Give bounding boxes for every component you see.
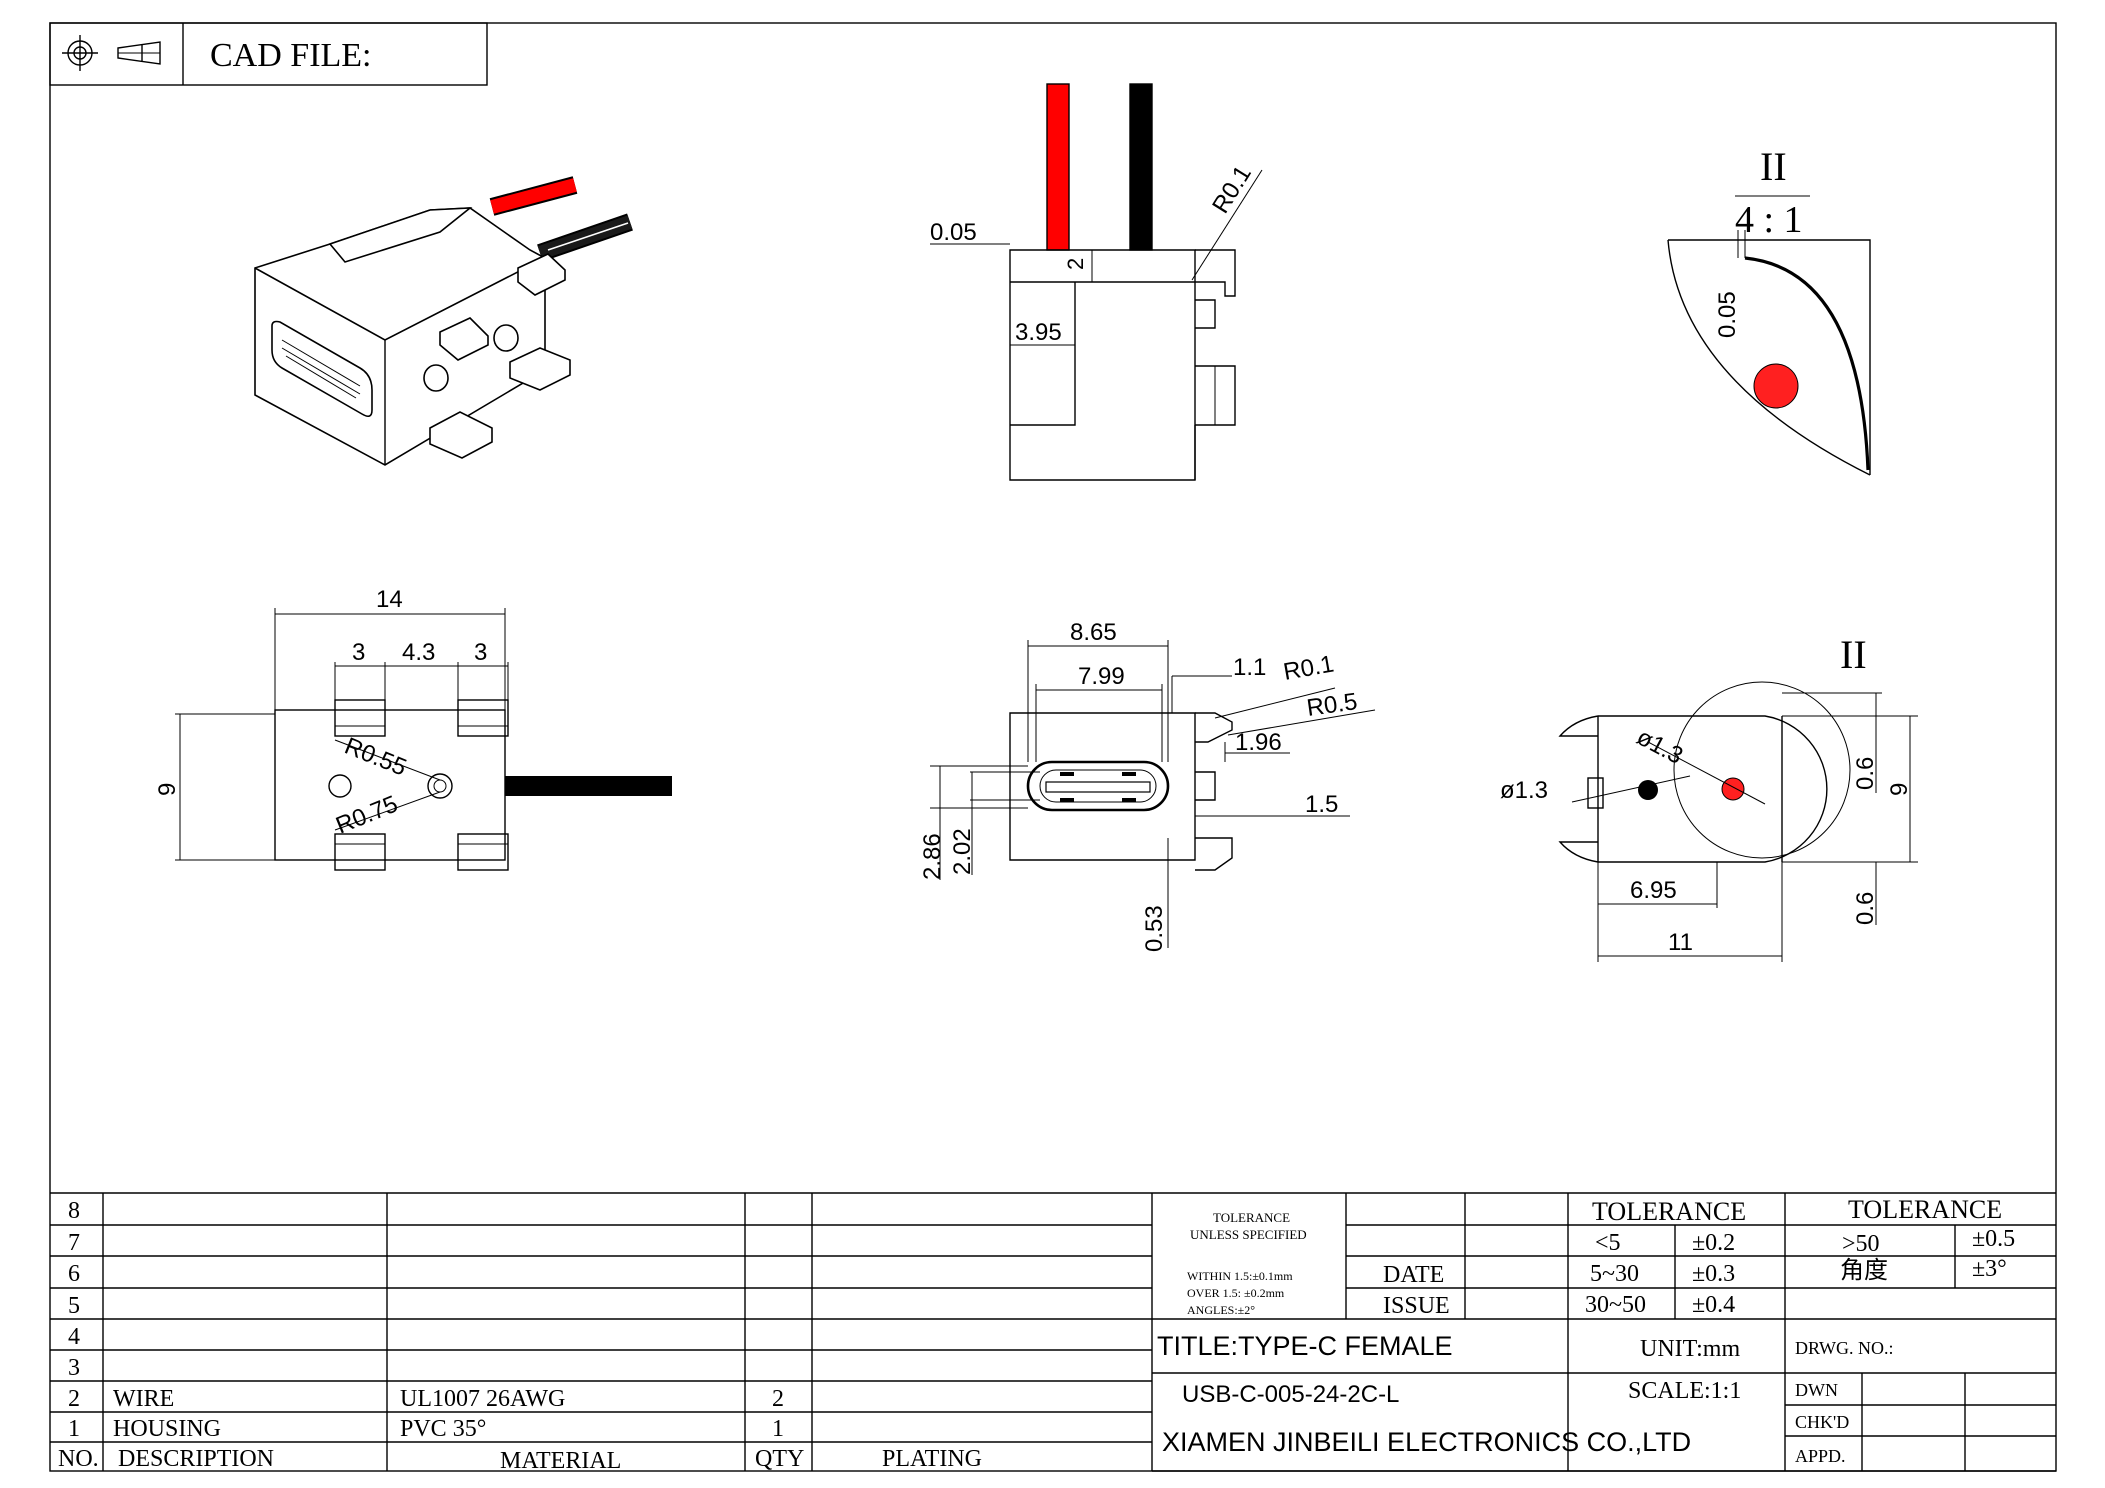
cad-file-label: CAD FILE: <box>210 37 372 74</box>
tol-angles: ANGLES:±2° <box>1187 1303 1255 1317</box>
detail-ii-view: II 4 : 1 0.05 <box>1667 144 1871 476</box>
tol-value-30-50: ±0.4 <box>1692 1292 1735 1318</box>
dim-11: 11 <box>1668 929 1693 956</box>
bom-header-qty: QTY <box>755 1446 804 1472</box>
bom-no-4: 4 <box>68 1324 80 1350</box>
bom-no-1: 1 <box>68 1416 80 1442</box>
company-name: XIAMEN JINBEILI ELECTRONICS CO.,LTD <box>1162 1427 1691 1457</box>
dim-9-right: 9 <box>1886 783 1913 796</box>
crosshair-target-icon <box>62 35 98 71</box>
bom-desc-housing: HOUSING <box>113 1416 221 1442</box>
bom-qty-wire: 2 <box>772 1386 784 1412</box>
drwg-no-label: DRWG. NO.: <box>1795 1338 1894 1358</box>
dim-0.53: 0.53 <box>1141 905 1168 952</box>
dim-0.6-bottom: 0.6 <box>1852 892 1879 925</box>
detail-label-top: II <box>1760 144 1787 189</box>
tolerance-header-a: TOLERANCE <box>1592 1197 1746 1226</box>
tol-value-angle: ±3° <box>1972 1256 2007 1282</box>
right-view: II ø1.3 ø1.3 0.6 9 0.6 6.95 11 <box>1500 632 1918 962</box>
tol-over: OVER 1.5: ±0.2mm <box>1187 1286 1285 1300</box>
detail-scale: 4 : 1 <box>1735 199 1803 241</box>
dim-2.86: 2.86 <box>919 833 946 880</box>
issue-label: ISSUE <box>1383 1293 1450 1319</box>
dim-3-right: 3 <box>474 639 487 666</box>
dim-3.95: 3.95 <box>1015 319 1062 346</box>
bom-header-material: MATERIAL <box>500 1448 621 1474</box>
chkd-label: CHK'D <box>1795 1412 1849 1432</box>
dim-1.5: 1.5 <box>1305 791 1338 818</box>
dim-phi1.3-left: ø1.3 <box>1500 777 1548 804</box>
scale-label: SCALE:1:1 <box>1628 1378 1741 1404</box>
dim-phi1.3-right: ø1.3 <box>1632 723 1687 769</box>
dim-6.95: 6.95 <box>1630 877 1677 904</box>
dim-r0.5: R0.5 <box>1305 688 1359 722</box>
dim-7.99: 7.99 <box>1078 663 1125 690</box>
bom-header-no: NO. <box>58 1446 99 1472</box>
isometric-view <box>254 176 633 466</box>
bom-desc-wire: WIRE <box>113 1386 174 1412</box>
bom-no-5: 5 <box>68 1293 80 1319</box>
tol-value-lt5: ±0.2 <box>1692 1230 1735 1256</box>
dwn-label: DWN <box>1795 1380 1838 1400</box>
dim-0.6-top: 0.6 <box>1852 757 1879 790</box>
dim-2.02: 2.02 <box>949 828 976 875</box>
bom-mat-wire: UL1007 26AWG <box>400 1386 565 1412</box>
tol-range-30-50: 30~50 <box>1585 1292 1646 1318</box>
bom-no-6: 6 <box>68 1261 80 1287</box>
bom-header-desc: DESCRIPTION <box>118 1446 274 1472</box>
unit-label: UNIT:mm <box>1640 1336 1740 1362</box>
detail-dim-0.05: 0.05 <box>1714 291 1741 338</box>
tol-head-1: TOLERANCE <box>1213 1210 1290 1225</box>
title-block: TOLERANCE UNLESS SPECIFIED WITHIN 1.5:±0… <box>1152 1192 2056 1472</box>
bom-mat-housing: PVC 35° <box>400 1416 486 1442</box>
bom-no-2: 2 <box>68 1386 80 1412</box>
part-number: USB-C-005-24-2C-L <box>1182 1381 1399 1408</box>
side-view: 0.05 2 R0.1 3.95 <box>930 83 1263 481</box>
tol-range-5-30: 5~30 <box>1590 1261 1639 1287</box>
bom-table: 8 7 6 5 4 3 2 1 WIRE HOUSING UL1007 26AW… <box>50 1192 1153 1474</box>
tol-range-lt5: <5 <box>1595 1230 1621 1256</box>
tol-range-angle: 角度 <box>1840 1257 1888 1284</box>
tol-within: WITHIN 1.5:±0.1mm <box>1187 1269 1293 1283</box>
bom-header-plating: PLATING <box>882 1446 982 1472</box>
drawing-title: TITLE:TYPE-C FEMALE <box>1157 1331 1453 1361</box>
tol-value-gt50: ±0.5 <box>1972 1226 2015 1252</box>
dim-8.65: 8.65 <box>1070 619 1117 646</box>
bom-no-3: 3 <box>68 1355 80 1381</box>
dim-r0.75: R0.75 <box>332 791 401 840</box>
dim-2-side: 2 <box>1063 258 1088 270</box>
dim-9-top: 9 <box>154 783 181 796</box>
bom-no-8: 8 <box>68 1198 80 1224</box>
tol-head-2: UNLESS SPECIFIED <box>1190 1227 1307 1242</box>
tolerance-header-b: TOLERANCE <box>1848 1195 2002 1224</box>
dim-r0.1-front: R0.1 <box>1281 651 1336 686</box>
dim-14: 14 <box>376 586 403 613</box>
detail-label-right: II <box>1840 632 1867 677</box>
cad-header: CAD FILE: <box>49 22 488 86</box>
projection-cone-icon <box>117 41 161 65</box>
date-label: DATE <box>1383 1262 1444 1288</box>
bom-qty-housing: 1 <box>772 1416 784 1442</box>
dim-0.05-side: 0.05 <box>930 219 977 246</box>
tol-range-gt50: >50 <box>1842 1231 1880 1257</box>
top-view: 14 3 4.3 3 9 R0.55 R0.75 <box>154 586 672 871</box>
front-view: 8.65 7.99 1.1 R0.1 R0.5 1.96 1.5 2.86 2.… <box>919 619 1376 952</box>
appd-label: APPD. <box>1795 1446 1846 1466</box>
dim-1.1: 1.1 <box>1233 654 1266 681</box>
dim-4.3: 4.3 <box>402 639 435 666</box>
dim-3-left: 3 <box>352 639 365 666</box>
dim-r0.55: R0.55 <box>341 733 410 782</box>
dim-1.96: 1.96 <box>1235 729 1282 756</box>
sheet-border <box>49 22 2057 1472</box>
tol-value-5-30: ±0.3 <box>1692 1261 1735 1287</box>
bom-no-7: 7 <box>68 1230 80 1256</box>
